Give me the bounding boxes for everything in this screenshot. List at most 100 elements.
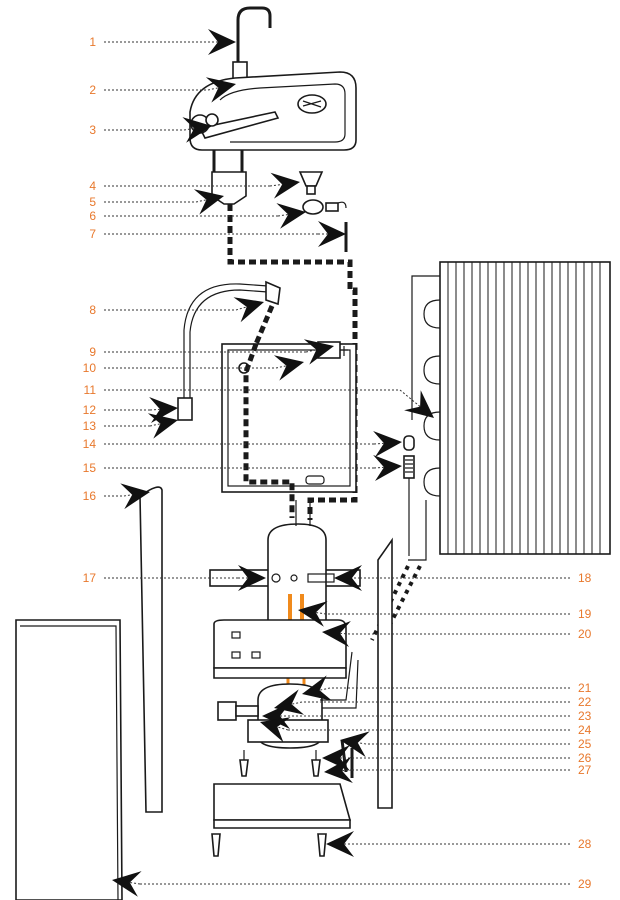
arrow-icon bbox=[238, 565, 266, 591]
leader-line bbox=[149, 423, 161, 427]
callout-28: 28 bbox=[326, 831, 592, 857]
callout-15: 15 bbox=[83, 455, 402, 481]
arrow-icon bbox=[112, 871, 142, 897]
arrow-icon bbox=[322, 621, 351, 647]
leader-line bbox=[373, 466, 385, 469]
callout-number: 24 bbox=[578, 723, 592, 737]
arrow-icon bbox=[326, 831, 354, 857]
callout-4: 4 bbox=[89, 172, 300, 199]
callout-19: 19 bbox=[298, 601, 592, 627]
callout-8: 8 bbox=[89, 297, 264, 323]
arrow-icon bbox=[270, 172, 300, 199]
callout-21: 21 bbox=[302, 675, 592, 701]
faucet bbox=[232, 6, 272, 83]
callout-20: 20 bbox=[322, 621, 592, 647]
water-tank bbox=[209, 500, 361, 706]
arrow-icon bbox=[273, 355, 304, 381]
right-side-panel bbox=[377, 537, 393, 809]
arrow-icon bbox=[260, 717, 291, 743]
leader-line bbox=[315, 612, 327, 615]
arrow-icon bbox=[205, 77, 236, 103]
arrow-icon bbox=[182, 117, 212, 143]
leader-line bbox=[399, 389, 421, 407]
callout-2: 2 bbox=[89, 77, 236, 103]
callout-29: 29 bbox=[112, 871, 592, 897]
fittings bbox=[211, 171, 348, 252]
callout-number: 10 bbox=[83, 361, 97, 375]
arrow-icon bbox=[373, 431, 402, 457]
arrow-icon bbox=[298, 601, 328, 627]
callout-number: 25 bbox=[578, 737, 592, 751]
callout-number: 11 bbox=[84, 383, 97, 397]
callout-3: 3 bbox=[89, 117, 212, 143]
arrow-icon bbox=[324, 757, 353, 783]
arrow-icon bbox=[318, 221, 346, 247]
filter-drier bbox=[370, 435, 422, 641]
callout-number: 12 bbox=[83, 403, 97, 417]
drip-tray bbox=[189, 71, 357, 172]
leader-line bbox=[277, 214, 289, 217]
cabinet-panel bbox=[15, 619, 123, 900]
callout-number: 19 bbox=[578, 607, 592, 621]
callout-number: 7 bbox=[89, 227, 96, 241]
drain-hose bbox=[177, 280, 281, 421]
callout-number: 22 bbox=[578, 695, 592, 709]
leader-line bbox=[183, 128, 195, 131]
leader-line bbox=[123, 494, 133, 497]
leader-line bbox=[305, 349, 317, 353]
arrow-icon bbox=[276, 203, 306, 229]
callout-5: 5 bbox=[89, 189, 224, 215]
leader-line bbox=[339, 632, 351, 635]
arrow-icon bbox=[303, 339, 334, 365]
callout-1: 1 bbox=[89, 29, 236, 55]
callout-number: 6 bbox=[89, 209, 96, 223]
parts-illustration bbox=[15, 6, 611, 900]
leader-line bbox=[319, 687, 331, 691]
leader-line bbox=[269, 183, 283, 187]
leader-line bbox=[357, 742, 367, 745]
callout-number: 28 bbox=[578, 837, 592, 851]
callout-number: 15 bbox=[83, 461, 97, 475]
leader-line bbox=[277, 726, 289, 731]
callout-number: 14 bbox=[83, 437, 97, 451]
callout-24: 24 bbox=[260, 717, 592, 743]
callout-25: 25 bbox=[340, 731, 592, 758]
arrow-icon bbox=[147, 413, 178, 439]
callout-number: 17 bbox=[83, 571, 97, 585]
callout-number: 1 bbox=[89, 35, 96, 49]
callout-11: 11 bbox=[84, 383, 434, 418]
leader-line bbox=[341, 769, 353, 772]
arrow-icon bbox=[340, 731, 370, 758]
callout-number: 16 bbox=[83, 489, 97, 503]
leader-line bbox=[235, 306, 247, 311]
callout-7: 7 bbox=[89, 221, 346, 247]
arrow-icon bbox=[193, 189, 224, 215]
callout-number: 5 bbox=[89, 195, 96, 209]
arrow-icon bbox=[373, 455, 402, 481]
arrow-icon bbox=[120, 483, 150, 510]
callout-9: 9 bbox=[89, 339, 334, 365]
arrow-icon bbox=[334, 565, 362, 591]
callout-number: 26 bbox=[578, 751, 592, 765]
callout-number: 8 bbox=[89, 303, 96, 317]
leader-line bbox=[373, 442, 385, 445]
arrow-icon bbox=[233, 297, 264, 323]
callout-number: 4 bbox=[89, 179, 96, 193]
leader-line bbox=[195, 199, 207, 203]
callout-number: 9 bbox=[89, 345, 96, 359]
base-plate bbox=[211, 783, 352, 857]
callout-6: 6 bbox=[89, 203, 306, 229]
condenser-fins bbox=[447, 262, 601, 554]
arrow-icon bbox=[208, 29, 236, 55]
arrow-icon bbox=[302, 675, 333, 701]
callout-26: 26 bbox=[322, 745, 592, 771]
callout-number: 27 bbox=[578, 763, 592, 777]
leader-line bbox=[275, 365, 287, 369]
callout-number: 21 bbox=[578, 681, 592, 695]
callout-number: 3 bbox=[89, 123, 96, 137]
leader-line bbox=[129, 882, 141, 885]
callout-number: 18 bbox=[578, 571, 592, 585]
callout-number: 20 bbox=[578, 627, 592, 641]
